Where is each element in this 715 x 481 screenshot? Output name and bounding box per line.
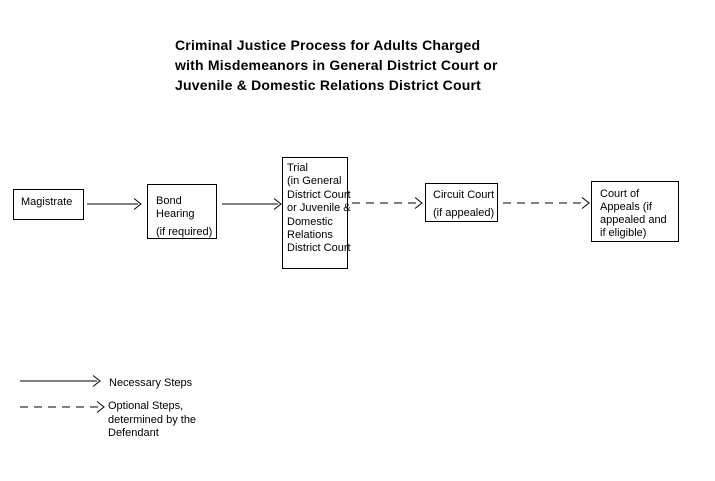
title-line-1: Criminal Justice Process for Adults Char…: [175, 37, 481, 53]
flow-box-label: Relations: [287, 229, 333, 242]
arrow-trial-to-circuit-court: [352, 197, 423, 209]
legend-dashed-arrow-icon: [20, 401, 105, 413]
flow-box-label: District Court: [287, 188, 351, 201]
flow-box-label: Hearing: [156, 208, 195, 220]
flow-box-bond-hearing: Bond Hearing (if required): [147, 184, 217, 239]
legend-optional-steps-label: Optional Steps, determined by the Defend…: [108, 400, 196, 441]
flow-box-court-of-appeals: Court of Appeals (if appealed and if eli…: [591, 181, 679, 242]
flow-box-label: Court of: [600, 188, 640, 200]
legend-label-text: Necessary Steps: [109, 377, 193, 389]
flow-box-label: Domestic: [287, 215, 333, 228]
flow-box-qualifier: (if required): [156, 226, 213, 238]
title-line-3: Juvenile & Domestic Relations District C…: [175, 77, 481, 93]
arrow-bond-hearing-to-trial: [222, 198, 282, 210]
flow-box-label: Magistrate: [21, 196, 73, 208]
page-title: Criminal Justice Process for Adults Char…: [175, 35, 498, 95]
legend-label-text: Optional Steps,: [108, 400, 184, 412]
flow-box-trial: Trial (in General District Court or Juve…: [282, 157, 351, 269]
legend-necessary-steps-label: Necessary Steps: [109, 377, 192, 391]
flow-box-label: District Court: [287, 242, 351, 255]
flow-box-circuit-court: Circuit Court (if appealed): [425, 183, 498, 222]
title-line-2: with Misdemeanors in General District Co…: [175, 57, 498, 73]
flow-box-label: if eligible): [600, 227, 647, 239]
legend-label-text: Defendant: [108, 427, 159, 440]
flow-box-label: Trial: [287, 162, 308, 174]
flow-box-label: Circuit Court: [433, 189, 495, 201]
flow-box-label: appealed and: [600, 214, 667, 226]
arrow-circuit-court-to-court-of-appeals: [503, 197, 590, 209]
arrow-magistrate-to-bond-hearing: [87, 198, 142, 210]
flow-box-qualifier: (if appealed): [433, 207, 495, 219]
flow-box-label: Appeals (if: [600, 201, 652, 213]
flow-box-magistrate: Magistrate: [13, 189, 84, 220]
legend-label-text: determined by the: [108, 413, 197, 426]
flow-box-label: Bond: [156, 195, 182, 207]
legend-solid-arrow-icon: [20, 375, 101, 387]
flow-box-label: or Juvenile &: [287, 202, 351, 215]
flow-box-label: (in General: [287, 175, 342, 188]
